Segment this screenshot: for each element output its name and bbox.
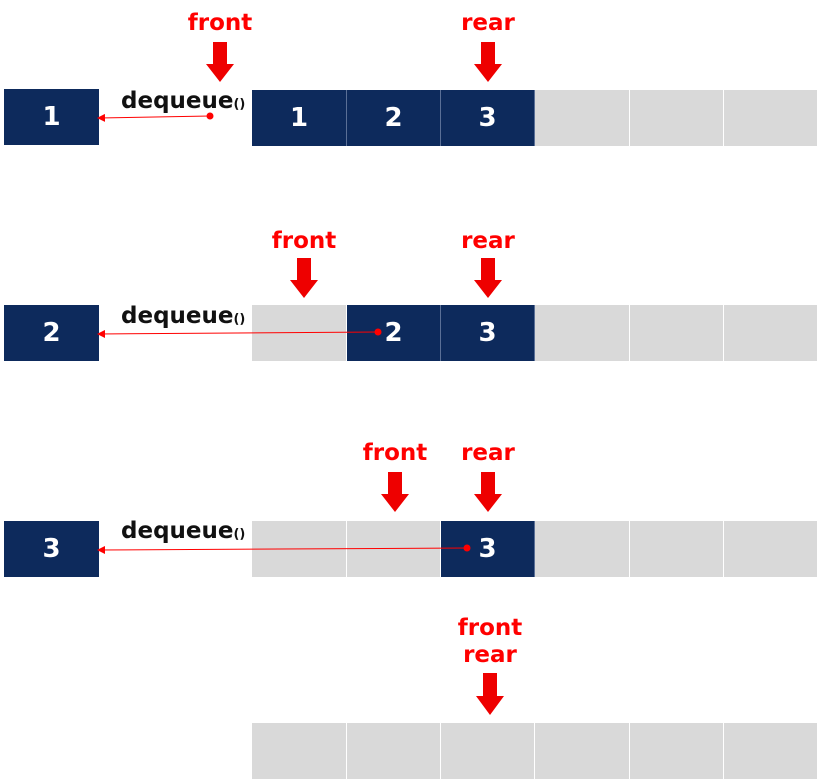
queue-cell (724, 305, 818, 361)
front-pointer-arrow (206, 42, 234, 82)
rear-label: rear (461, 228, 515, 254)
dequeue-label: dequeue() (121, 518, 245, 544)
queue-cell (347, 521, 441, 577)
queue-cell (252, 305, 347, 361)
front-label: front (457, 615, 523, 641)
front-label: front (187, 10, 253, 36)
rear-label: rear (463, 642, 517, 668)
queue-cell (630, 90, 724, 146)
rear-pointer-arrow (474, 258, 502, 298)
dequeue-paren: () (233, 527, 246, 542)
dequeued-value: 2 (4, 305, 99, 361)
dequeued-value: 1 (4, 89, 99, 145)
queue-cell (630, 305, 724, 361)
queue-cell (724, 521, 818, 577)
front-rear-pointer-arrow (476, 673, 504, 715)
queue-cell: 2 (347, 305, 441, 361)
dequeue-text: dequeue (121, 88, 234, 114)
queue-cell: 1 (252, 90, 347, 146)
front-pointer-arrow (290, 258, 318, 298)
queue-cell: 3 (441, 90, 535, 146)
queue-cell (535, 305, 630, 361)
rear-pointer-arrow (474, 472, 502, 512)
rear-label: rear (461, 10, 515, 36)
queue-cell: 3 (441, 305, 535, 361)
rear-pointer-arrow (474, 42, 502, 82)
dequeue-label: dequeue() (121, 303, 245, 329)
front-label: front (271, 228, 337, 254)
dequeue-text: dequeue (121, 303, 234, 329)
dequeue-label: dequeue() (121, 88, 245, 114)
queue-cell (252, 723, 347, 779)
dequeue-arrow (97, 113, 211, 122)
queue-cell (630, 723, 724, 779)
rear-label: rear (461, 440, 515, 466)
queue-cell: 3 (441, 521, 535, 577)
queue-cell (724, 90, 818, 146)
queue-cell (535, 723, 630, 779)
front-pointer-arrow (381, 472, 409, 512)
queue-cell (630, 521, 724, 577)
dequeue-paren: () (233, 97, 246, 112)
dequeue-paren: () (233, 312, 246, 327)
queue-cell (724, 723, 818, 779)
queue-cell (441, 723, 535, 779)
queue-cell (347, 723, 441, 779)
queue-cell (252, 521, 347, 577)
front-label: front (362, 440, 428, 466)
queue-cell: 2 (347, 90, 441, 146)
queue-cell (535, 90, 630, 146)
dequeue-text: dequeue (121, 518, 234, 544)
dequeued-value: 3 (4, 521, 99, 577)
queue-cell (535, 521, 630, 577)
